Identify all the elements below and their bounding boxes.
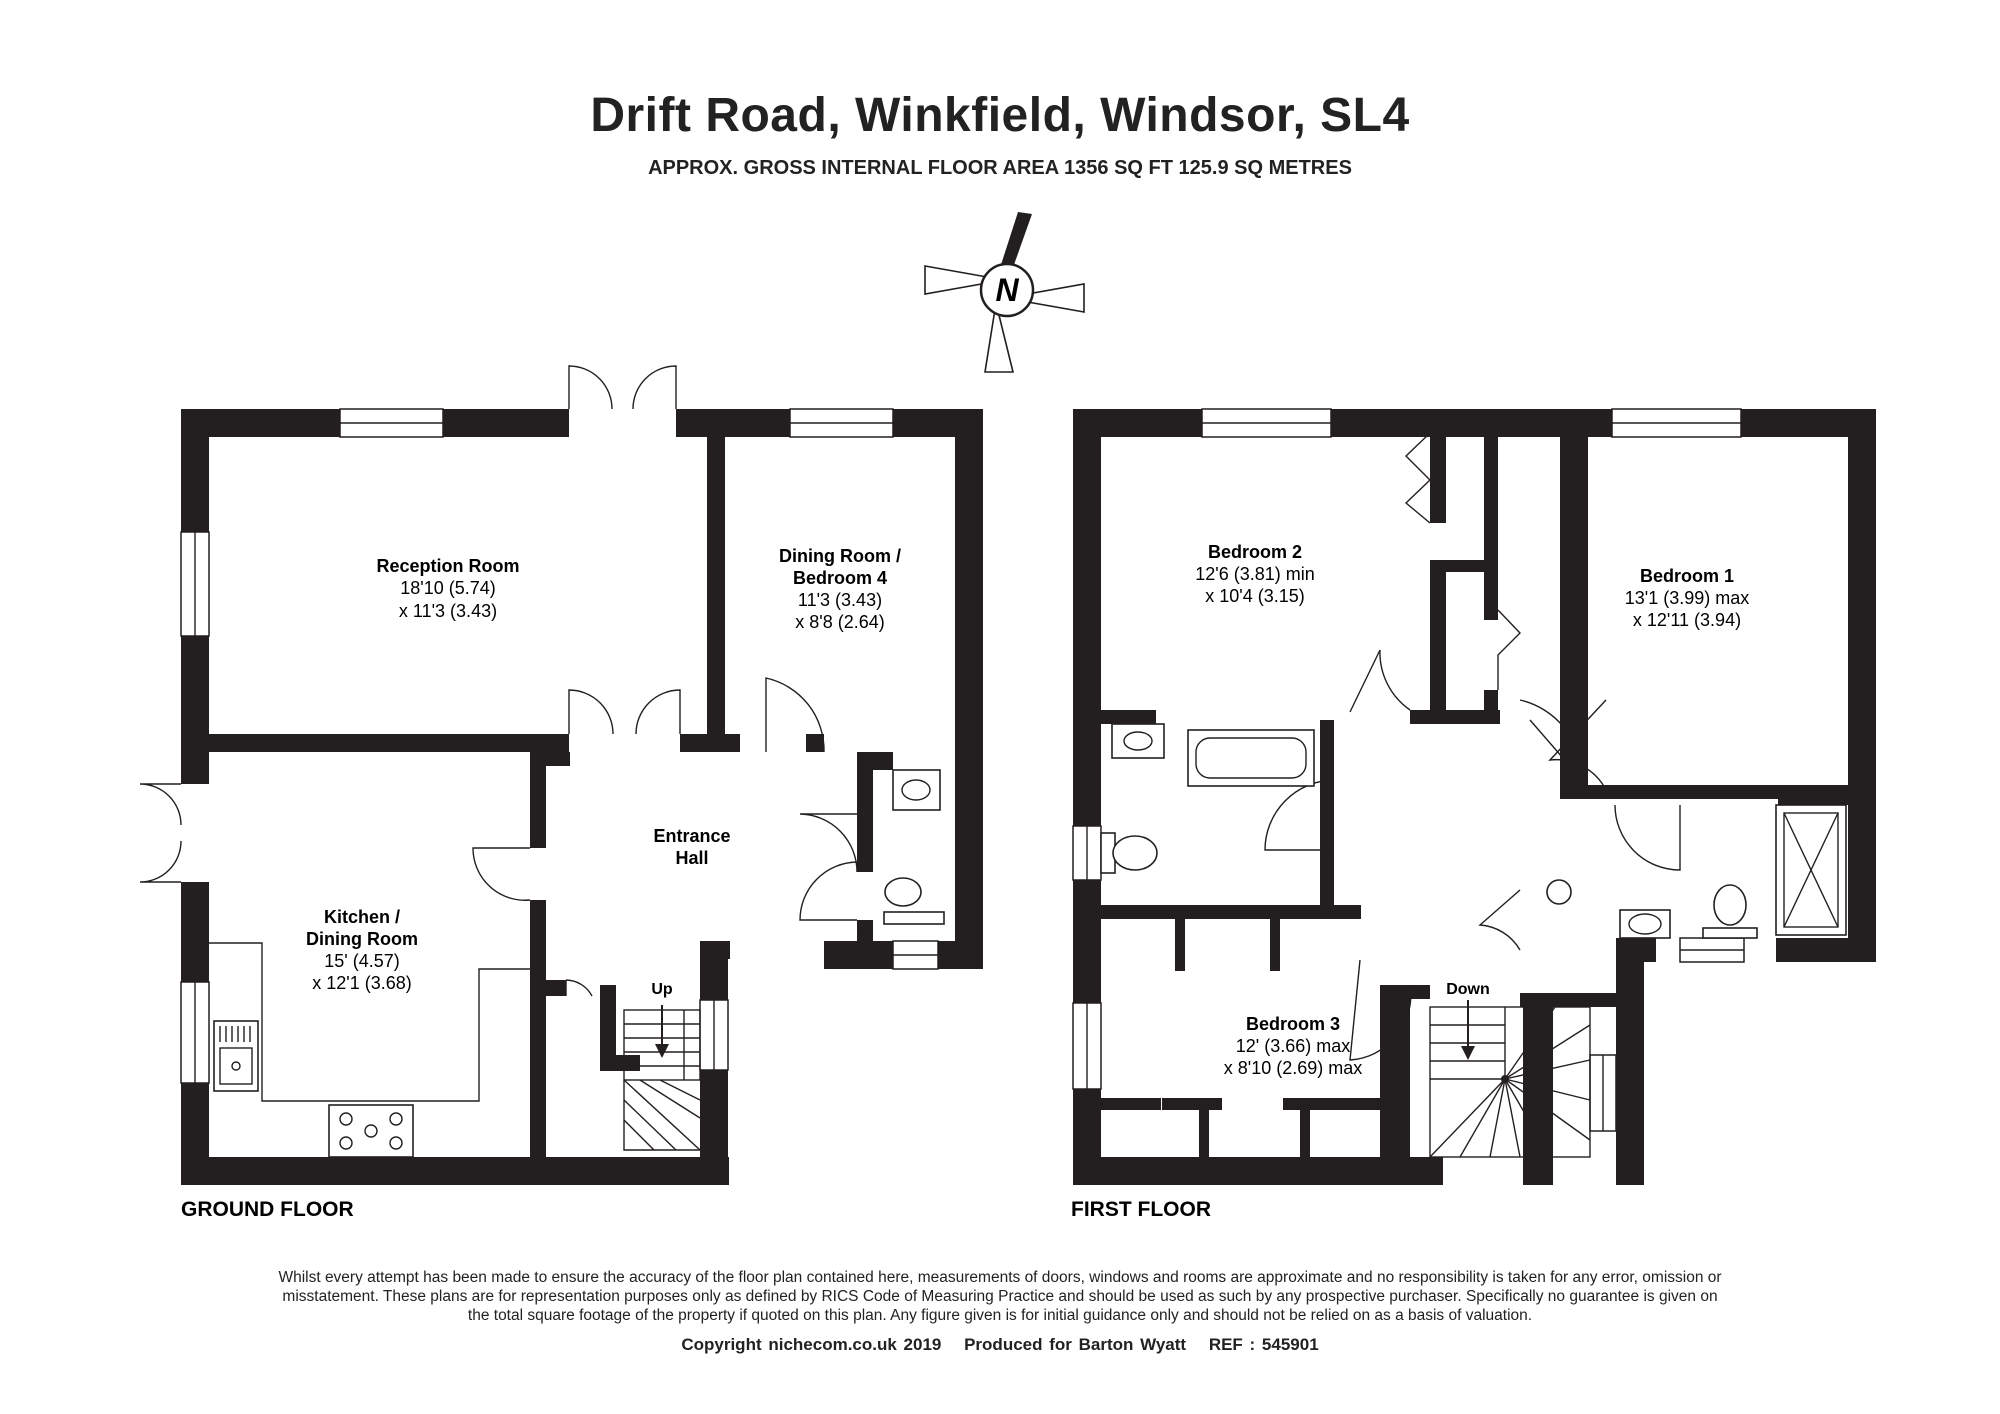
bedroom2-dim1: 12'6 (3.81) min — [1195, 564, 1315, 584]
first-stairs-label: Down — [1446, 981, 1490, 998]
floor-area-subtitle: APPROX. GROSS INTERNAL FLOOR AREA 1356 S… — [648, 157, 1352, 179]
reception-room-name: Reception Room — [376, 556, 519, 576]
bedroom3-wardrobes — [1101, 919, 1380, 1157]
first-bath-fixtures — [1100, 723, 1572, 905]
first-floor-stairs — [1429, 1000, 1591, 1158]
ground-wc-fixtures — [883, 769, 945, 925]
first-floor-doors — [1264, 432, 1681, 1061]
plan-title: Drift Road, Winkfield, Windsor, SL4 — [590, 89, 1410, 142]
kitchen-units — [209, 942, 530, 1158]
copyright-line: Copyright nichecom.co.uk 2019 Produced f… — [0, 1335, 2000, 1355]
ground-floor-label: GROUND FLOOR — [181, 1198, 354, 1221]
kitchen-name2: Dining Room — [306, 929, 418, 949]
ground-floor-walls — [181, 409, 983, 1185]
ground-floor-windows — [180, 408, 939, 1084]
bedroom2-name: Bedroom 2 — [1208, 542, 1302, 562]
ground-stairs — [623, 1005, 701, 1151]
bedroom2-dim2: x 10'4 (3.15) — [1205, 586, 1305, 606]
copyright-text: Copyright nichecom.co.uk 2019 — [681, 1335, 942, 1354]
kitchen-name1: Kitchen / — [324, 907, 400, 927]
bedroom3-name: Bedroom 3 — [1246, 1014, 1340, 1034]
bedroom3-dim1: 12' (3.66) max — [1236, 1036, 1351, 1056]
ground-stairs-label: Up — [651, 981, 673, 998]
dining-room-name1: Dining Room / — [779, 546, 901, 566]
first-floor-label: FIRST FLOOR — [1071, 1198, 1211, 1221]
compass-icon: N — [924, 212, 1085, 373]
bedroom3-dim2: x 8'10 (2.69) max — [1224, 1058, 1363, 1078]
entrance-hall-name1: Entrance — [653, 826, 730, 846]
dining-room-name2: Bedroom 4 — [793, 568, 887, 588]
first-floor-windows — [1072, 408, 1745, 1132]
bedroom1-dim2: x 12'11 (3.94) — [1633, 610, 1741, 630]
bedroom1-name: Bedroom 1 — [1640, 566, 1734, 586]
dining-room-dim2: x 8'8 (2.64) — [795, 612, 884, 632]
reception-room-dim1: 18'10 (5.74) — [400, 578, 496, 598]
dining-room-dim1: 11'3 (3.43) — [798, 590, 882, 610]
entrance-hall-name2: Hall — [675, 848, 708, 868]
produced-for-text: Produced for Barton Wyatt — [964, 1335, 1187, 1354]
bedroom1-dim1: 13'1 (3.99) max — [1625, 588, 1750, 608]
ensuite-fixtures — [1619, 804, 1847, 939]
reference-text: REF : 545901 — [1208, 1335, 1319, 1354]
reception-room-dim2: x 11'3 (3.43) — [399, 601, 497, 621]
disclaimer-text: Whilst every attempt has been made to en… — [278, 1269, 1722, 1324]
compass-letter: N — [995, 272, 1019, 308]
ground-floor-doors — [139, 365, 858, 997]
hob-icon — [328, 1104, 414, 1158]
kitchen-dim1: 15' (4.57) — [324, 951, 399, 971]
kitchen-dim2: x 12'1 (3.68) — [312, 973, 412, 993]
first-floor-walls — [1073, 409, 1876, 1185]
